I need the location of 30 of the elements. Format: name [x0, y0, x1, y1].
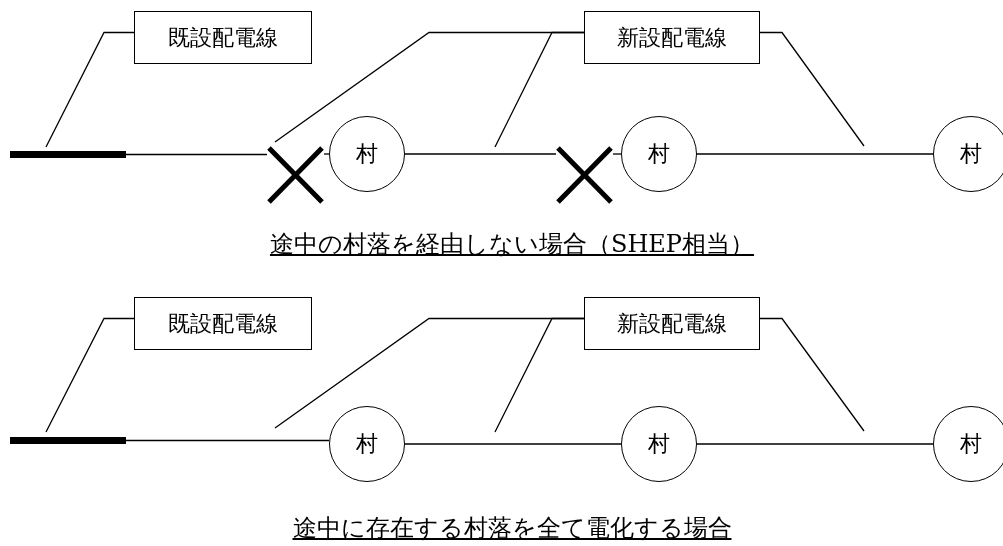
distribution-line [696, 153, 934, 155]
leader-line [45, 317, 135, 433]
cross-mark [556, 146, 613, 204]
village-circle: 村 [329, 116, 405, 192]
village-circle: 村 [621, 406, 697, 482]
leader-line [759, 31, 865, 147]
label-box: 既設配電線 [134, 11, 312, 64]
distribution-line [323, 153, 330, 155]
existing-line-bar [10, 437, 126, 444]
distribution-line [612, 153, 622, 155]
distribution-line [404, 153, 557, 155]
label-box: 既設配電線 [134, 297, 312, 350]
cross-mark [267, 146, 324, 204]
caption: 途中の村落を経由しない場合（SHEP相当） [270, 229, 754, 260]
distribution-line [404, 443, 622, 445]
village-circle: 村 [933, 116, 1003, 192]
distribution-line [696, 443, 934, 445]
leader-line [274, 31, 585, 143]
leader-line [759, 317, 865, 432]
caption: 途中に存在する村落を全て電化する場合 [292, 513, 732, 544]
leader-line [274, 317, 585, 429]
label-box: 新設配電線 [584, 11, 760, 64]
label-box: 新設配電線 [584, 297, 760, 350]
distribution-line [125, 439, 330, 442]
village-circle: 村 [621, 116, 697, 192]
existing-line-bar [10, 151, 126, 158]
village-circle: 村 [329, 406, 405, 482]
distribution-line [125, 153, 268, 156]
leader-line [45, 31, 135, 148]
village-circle: 村 [933, 406, 1003, 482]
